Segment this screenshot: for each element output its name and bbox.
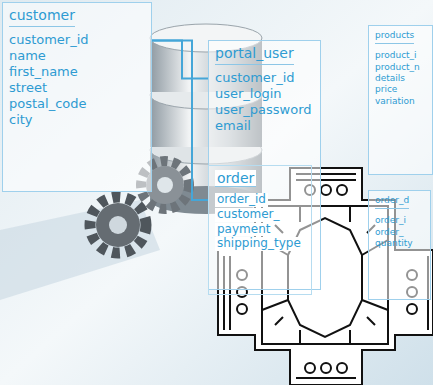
field-name: email (215, 119, 251, 134)
field-name: product_n (375, 62, 420, 72)
field-name: product_i (375, 50, 417, 60)
field-name: variation (375, 96, 415, 106)
table-panel: order order_idcustomer_paymentshipping_ty… (208, 165, 312, 295)
field-name: payment (215, 223, 272, 237)
table-name: order_d (375, 195, 409, 209)
field-name: street (9, 81, 47, 96)
field-name: order_id (215, 193, 268, 207)
field-name: shipping_type (215, 237, 303, 251)
field-name: postal_code (9, 97, 87, 112)
table-panel: order_d order_i order_quantity (368, 190, 431, 300)
field-name: customer_id (9, 33, 89, 48)
field-name: order_ (375, 227, 404, 237)
table-name: customer (9, 7, 75, 27)
field-name: customer_ (215, 208, 282, 222)
field-name: customer_id (215, 71, 295, 86)
field-name: order_i (375, 215, 406, 225)
field-name: quantity (375, 238, 413, 248)
field-name: details (375, 73, 405, 83)
field-name: user_login (215, 87, 282, 102)
table-name: order (215, 170, 256, 187)
table-panel: customer customer_idnamefirst_namestreetp… (2, 2, 152, 192)
table-panel: products product_i product_ndetailsprice va… (368, 25, 433, 175)
table-name: products (375, 30, 414, 44)
field-name: city (9, 113, 33, 128)
table-name: portal_user (215, 45, 294, 65)
relation-line (152, 41, 208, 200)
field-name: price (375, 84, 397, 94)
relation-line (152, 41, 208, 79)
field-name: user_password (215, 103, 312, 118)
field-name: name (9, 49, 46, 64)
field-name: first_name (9, 65, 78, 80)
